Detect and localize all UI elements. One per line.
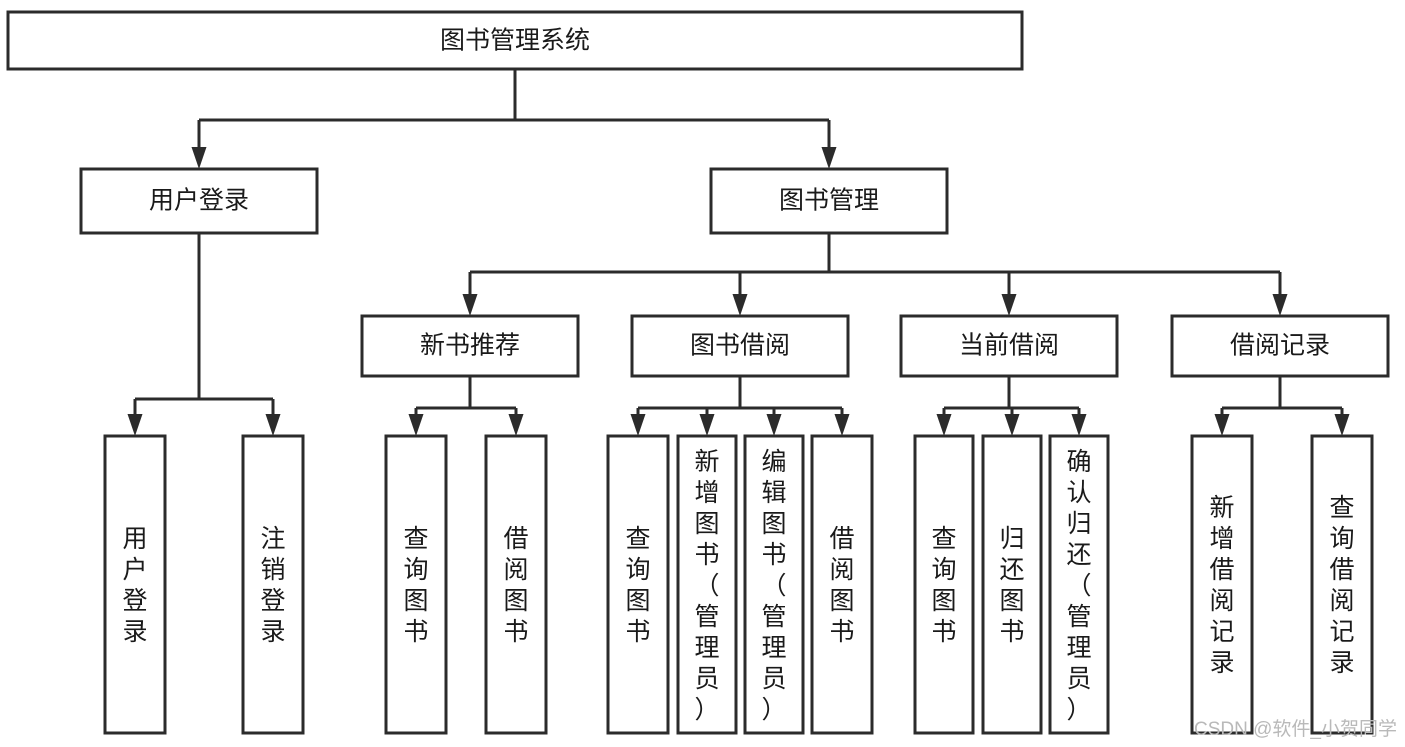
arrow-head-icon — [732, 294, 748, 316]
node-leaf-leaf-add-record[interactable]: 新增借阅记录 — [1190, 434, 1254, 735]
arrow-head-icon — [265, 414, 281, 436]
arrow-head-icon — [462, 294, 478, 316]
node-box[interactable] — [79, 167, 319, 235]
node-box[interactable] — [360, 314, 580, 378]
node-box[interactable] — [384, 434, 448, 735]
node-level2-l2-new-book[interactable]: 新书推荐 — [360, 314, 580, 378]
node-label: 查询图书 — [403, 525, 428, 646]
edge-group-root — [191, 69, 837, 169]
node-box[interactable] — [1170, 314, 1390, 378]
arrow-head-icon — [766, 414, 782, 436]
node-box[interactable] — [6, 10, 1024, 71]
node-label: 图书管理 — [779, 187, 879, 215]
edge-group-l2-current — [936, 376, 1087, 436]
node-box[interactable] — [1190, 434, 1254, 735]
arrow-head-icon — [699, 414, 715, 436]
node-leaf-leaf-user-login[interactable]: 用户登录 — [103, 434, 167, 735]
node-box[interactable] — [630, 314, 850, 378]
arrow-head-icon — [191, 147, 207, 169]
node-label: 当前借阅 — [959, 332, 1059, 360]
node-leaf-leaf-confirm-return[interactable]: 确认归还（管理员） — [1048, 434, 1110, 735]
node-box[interactable] — [899, 314, 1119, 378]
arrow-head-icon — [1272, 294, 1288, 316]
csdn-watermark: CSDN @软件_小贺同学 — [1194, 719, 1397, 740]
node-label: 查询借阅记录 — [1329, 494, 1354, 677]
node-level2-l2-current[interactable]: 当前借阅 — [899, 314, 1119, 378]
arrow-head-icon — [1334, 414, 1350, 436]
arrow-head-icon — [821, 147, 837, 169]
node-level2-l2-borrow[interactable]: 图书借阅 — [630, 314, 850, 378]
arrow-head-icon — [630, 414, 646, 436]
node-leaf-leaf-query-book-1[interactable]: 查询图书 — [384, 434, 448, 735]
node-leaf-leaf-edit-book[interactable]: 编辑图书（管理员） — [743, 434, 805, 735]
edge-group-l1-user-login — [127, 233, 281, 436]
arrow-head-icon — [1214, 414, 1230, 436]
edges-layer — [127, 69, 1350, 436]
arrow-head-icon — [936, 414, 952, 436]
node-box[interactable] — [676, 434, 738, 735]
arrow-head-icon — [127, 414, 143, 436]
node-box[interactable] — [606, 434, 670, 735]
node-label: 新增图书（管理员） — [694, 448, 719, 724]
node-label: 确认归还（管理员） — [1066, 448, 1091, 724]
node-level1-l1-book-manage[interactable]: 图书管理 — [709, 167, 949, 235]
node-level2-l2-record[interactable]: 借阅记录 — [1170, 314, 1390, 378]
node-label: 查询图书 — [625, 525, 650, 646]
node-leaf-leaf-query-book-2[interactable]: 查询图书 — [606, 434, 670, 735]
edge-group-l1-book-manage — [462, 233, 1288, 316]
node-box[interactable] — [103, 434, 167, 735]
node-box[interactable] — [709, 167, 949, 235]
arrow-head-icon — [408, 414, 424, 436]
arrow-head-icon — [1071, 414, 1087, 436]
node-leaf-leaf-add-book[interactable]: 新增图书（管理员） — [676, 434, 738, 735]
node-label: 编辑图书（管理员） — [761, 448, 786, 724]
edge-group-l2-borrow — [630, 376, 850, 436]
node-label: 借阅图书 — [829, 525, 854, 646]
node-leaf-leaf-borrow-book-1[interactable]: 借阅图书 — [484, 434, 548, 735]
node-label: 注销登录 — [260, 525, 285, 646]
node-label: 图书借阅 — [690, 332, 790, 360]
node-box[interactable] — [981, 434, 1043, 735]
node-box[interactable] — [484, 434, 548, 735]
node-box[interactable] — [913, 434, 975, 735]
node-box[interactable] — [1310, 434, 1374, 735]
node-box[interactable] — [1048, 434, 1110, 735]
edge-group-l2-record — [1214, 376, 1350, 436]
arrow-head-icon — [834, 414, 850, 436]
node-level1-l1-user-login[interactable]: 用户登录 — [79, 167, 319, 235]
node-leaf-leaf-return-book[interactable]: 归还图书 — [981, 434, 1043, 735]
node-leaf-leaf-logout[interactable]: 注销登录 — [241, 434, 305, 735]
nodes-layer: 图书管理系统用户登录图书管理新书推荐图书借阅当前借阅借阅记录用户登录注销登录查询… — [6, 10, 1390, 735]
node-label: 新增借阅记录 — [1209, 494, 1234, 677]
arrow-head-icon — [1004, 414, 1020, 436]
node-leaf-leaf-query-record[interactable]: 查询借阅记录 — [1310, 434, 1374, 735]
node-label: 图书管理系统 — [440, 27, 590, 55]
node-leaf-leaf-borrow-book-2[interactable]: 借阅图书 — [810, 434, 874, 735]
edge-group-l2-new-book — [408, 376, 524, 436]
node-root-root[interactable]: 图书管理系统 — [6, 10, 1024, 71]
node-label: 用户登录 — [149, 187, 249, 215]
arrow-head-icon — [1001, 294, 1017, 316]
node-label: 借阅图书 — [503, 525, 528, 646]
node-label: 归还图书 — [999, 525, 1024, 646]
node-label: 用户登录 — [122, 525, 147, 646]
node-label: 新书推荐 — [420, 332, 520, 360]
node-box[interactable] — [241, 434, 305, 735]
node-label: 借阅记录 — [1230, 332, 1330, 360]
node-leaf-leaf-query-book-3[interactable]: 查询图书 — [913, 434, 975, 735]
node-box[interactable] — [743, 434, 805, 735]
node-label: 查询图书 — [931, 525, 956, 646]
node-box[interactable] — [810, 434, 874, 735]
arrow-head-icon — [508, 414, 524, 436]
